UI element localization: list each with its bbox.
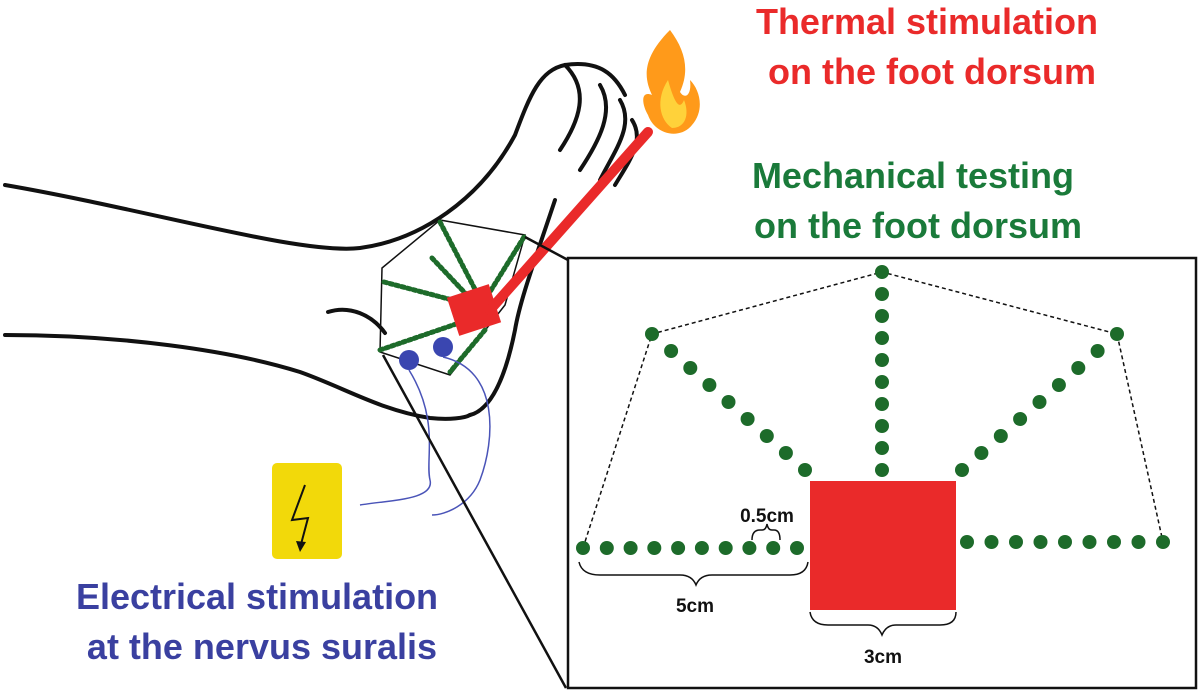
electrode-wire-1	[359, 369, 431, 506]
thermal-stimulation-site	[446, 284, 502, 336]
inset-dot	[599, 541, 614, 555]
inset-dot	[974, 446, 989, 460]
electrical-label: Electrical stimulation at the nervus sur…	[76, 576, 448, 667]
inset-dot	[1156, 535, 1170, 549]
thermal-square-inset	[810, 481, 956, 610]
inset-dot	[645, 327, 659, 341]
inset-dot	[671, 541, 686, 555]
dot-spacing-label: 0.5cm	[740, 506, 794, 527]
thermal-probe	[485, 127, 653, 315]
toes-contour	[558, 63, 639, 187]
inset-dot	[576, 541, 590, 555]
inset-dot	[718, 541, 733, 555]
inset-dot	[1110, 327, 1124, 341]
foot-dot-line	[437, 219, 481, 298]
brace-3cm	[809, 611, 957, 638]
foot-dot-line	[429, 255, 469, 297]
inset-dot	[875, 265, 889, 279]
inset-dot	[875, 397, 889, 411]
inset-dot	[875, 441, 889, 455]
brace-0_5cm	[751, 523, 781, 541]
inset-dot	[702, 378, 717, 392]
inset-dot	[875, 353, 889, 367]
inset-dot	[875, 331, 889, 345]
inset-dot	[875, 419, 889, 433]
inset-dot	[875, 309, 889, 323]
inset-dot	[1032, 395, 1047, 409]
inset-dot	[1082, 535, 1097, 549]
ankle-contour	[326, 307, 387, 335]
inset-dot	[647, 541, 662, 555]
electrode-1	[399, 350, 419, 370]
inset-dot	[1058, 535, 1072, 549]
inset-dot	[984, 535, 999, 549]
inset-dot	[1071, 361, 1086, 375]
foot-dot-line	[377, 319, 465, 353]
inset-dot	[1131, 535, 1146, 549]
inset-dot	[1009, 535, 1023, 549]
inset-dot	[1013, 412, 1028, 426]
inset-dot	[623, 541, 638, 555]
inset-dot	[875, 375, 889, 389]
dimension-braces	[578, 523, 957, 638]
electrode-2	[433, 337, 453, 357]
leg-upper-contour	[3, 62, 627, 251]
mechanical-label: Mechanical testing on the foot dorsum	[752, 155, 1084, 246]
brace-5cm	[578, 561, 809, 588]
zoom-lines	[381, 235, 569, 689]
inset-dot	[721, 395, 736, 409]
inset-dot	[798, 463, 812, 477]
inset-dot	[742, 541, 757, 555]
foot-outline	[3, 62, 639, 421]
thermal-label: Thermal stimulation on the foot dorsum	[756, 1, 1108, 92]
inset-dot	[1033, 535, 1048, 549]
inset-dot	[759, 429, 774, 443]
foot-testing-pattern	[359, 219, 527, 516]
inset-dot	[875, 463, 889, 477]
inset-dot	[740, 412, 755, 426]
flame-icon	[643, 30, 700, 134]
inset-dot	[960, 535, 974, 549]
foot-dot-line	[485, 234, 527, 298]
inset-dot	[683, 361, 698, 375]
inset-dot	[993, 429, 1008, 443]
inset-dot	[778, 446, 793, 460]
inset-dot	[1090, 344, 1105, 358]
lightning-bolt-icon	[272, 463, 342, 559]
inset-dot	[664, 344, 679, 358]
square-size-label: 3cm	[864, 647, 902, 668]
inset-dot	[875, 287, 889, 301]
heel-contour	[3, 333, 472, 421]
foot-pattern-dots	[377, 219, 527, 375]
inset-dot	[1107, 535, 1121, 549]
inset-dot	[1051, 378, 1066, 392]
inset-dot	[694, 541, 709, 555]
electrode-wire-2	[431, 356, 491, 516]
inset-dot	[790, 541, 804, 555]
inset-dot-rows	[576, 265, 1170, 555]
inset-dot	[766, 541, 781, 555]
foot-dot-line	[447, 327, 488, 375]
line-length-label: 5cm	[676, 596, 714, 617]
inset-dot	[955, 463, 969, 477]
